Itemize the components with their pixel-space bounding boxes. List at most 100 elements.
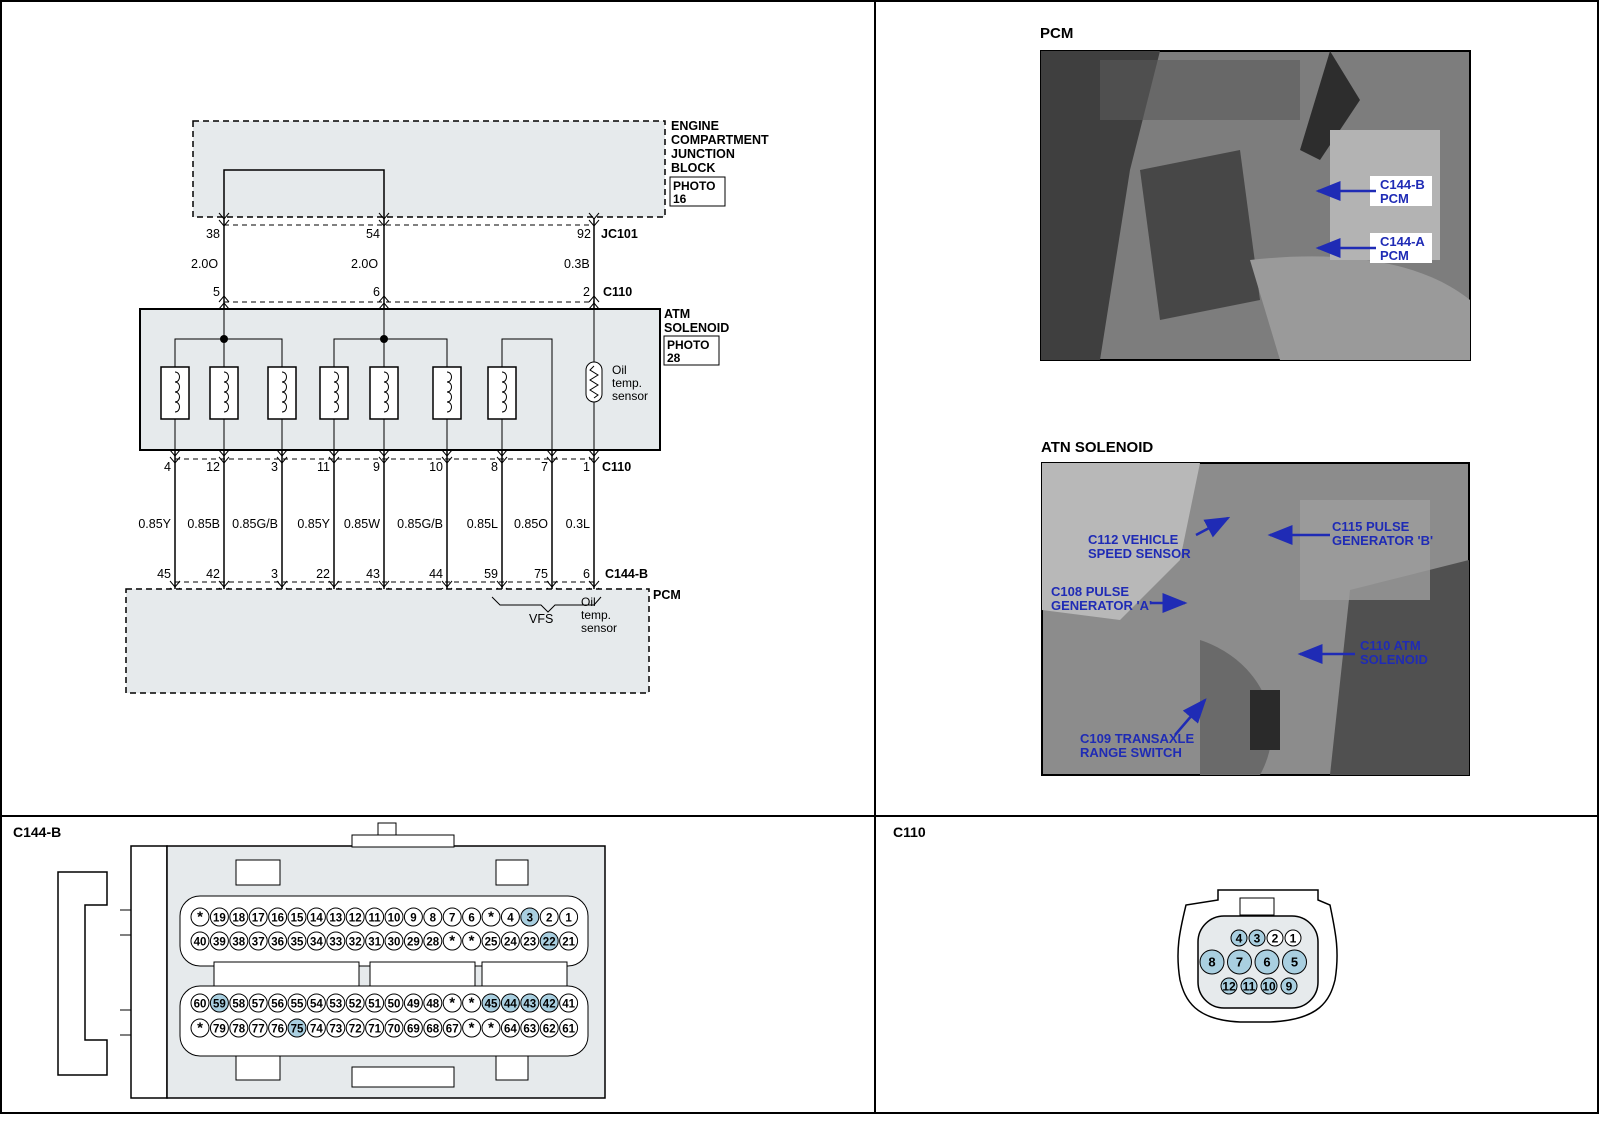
c110-pin-7: 7 [1227, 949, 1252, 975]
svg-text:8: 8 [1208, 955, 1215, 970]
c144b-pin: 75 [534, 567, 548, 581]
c144b-pin-63: 63 [520, 1018, 540, 1038]
svg-text:54: 54 [310, 999, 323, 1011]
pin-arrow-38 [218, 212, 230, 227]
c144b-mid-slot-3 [481, 961, 568, 987]
svg-text:4: 4 [1236, 932, 1243, 946]
pcm-photo-box-shape [1140, 150, 1260, 320]
c110-pin-11: 11 [1240, 977, 1258, 995]
callout-c144b-2: PCM [1380, 191, 1409, 206]
svg-text:*: * [449, 933, 455, 950]
svg-text:71: 71 [368, 1024, 381, 1036]
c110-bottom-pin: 8 [491, 460, 498, 474]
wire-size-label: 0.85Y [138, 517, 171, 531]
wire-size-label: 0.85W [344, 517, 380, 531]
c144b-pin-77: 77 [248, 1018, 268, 1038]
junction-block [192, 120, 666, 218]
pcm-photo-shade [1100, 60, 1300, 120]
c144b-latch-marks [120, 909, 131, 1036]
svg-text:31: 31 [368, 937, 381, 949]
c144b-pin-60: 60 [190, 993, 210, 1013]
c110-bottom-pin: 9 [373, 460, 380, 474]
callout-c144a-2: PCM [1380, 248, 1409, 263]
c110-bottom-pin: 1 [583, 460, 590, 474]
c144b-pin-blank: * [462, 993, 482, 1013]
callout-c110-1: C110 ATM [1360, 638, 1421, 653]
svg-text:64: 64 [504, 1024, 517, 1036]
pin-arrow-54 [378, 212, 390, 227]
svg-text:39: 39 [213, 937, 226, 949]
callout-c112-1: C112 VEHICLE [1088, 532, 1179, 547]
c144b-pin: 3 [271, 567, 278, 581]
atm-sensor-label-1: Oil [612, 363, 627, 377]
c144b-pin-73: 73 [326, 1018, 346, 1038]
solenoid-coil-7 [487, 366, 517, 450]
page-frame [0, 0, 1599, 1114]
svg-text:*: * [197, 909, 203, 926]
c144b-pin-37: 37 [248, 931, 268, 951]
c144b-pin-blank: * [481, 1018, 501, 1038]
svg-text:68: 68 [426, 1024, 439, 1036]
svg-text:7: 7 [1236, 955, 1243, 970]
c144b-top-key [351, 834, 455, 848]
c110-pin-3: 3 [1248, 929, 1266, 947]
c144b-pin-30: 30 [384, 931, 404, 951]
atn-photo-light [1042, 463, 1200, 620]
atn-photo-panel: ATN SOLENOID C112 VEHICLE SPEED SENSOR C… [1041, 439, 1470, 776]
pin-arrow-5 [218, 295, 230, 310]
c144b-pin-36: 36 [268, 931, 288, 951]
c144b-pin-35: 35 [287, 931, 307, 951]
wire-size-label: 0.85O [514, 517, 548, 531]
c144b-pin-58: 58 [229, 993, 249, 1013]
c144b-pin-3: 3 [520, 907, 540, 927]
c144b-pin-17: 17 [248, 907, 268, 927]
wire-size-label: 0.85Y [297, 517, 330, 531]
c144b-pin-79: 79 [209, 1018, 229, 1038]
svg-text:57: 57 [252, 999, 265, 1011]
svg-text:*: * [469, 1020, 475, 1037]
callout-bg-c144b [1370, 176, 1432, 206]
c144b-pin: 43 [366, 567, 380, 581]
svg-text:1: 1 [565, 913, 572, 925]
pcm-photo-dark-left [1041, 51, 1160, 360]
svg-text:28: 28 [426, 937, 439, 949]
atm-photo-box [663, 335, 720, 366]
bottom-wire-2: 120.85B42OD [187, 449, 233, 609]
junction-block-label-3: JUNCTION [671, 147, 735, 161]
c110-pin-4: 4 [1230, 929, 1248, 947]
svg-text:41: 41 [562, 999, 575, 1011]
vfs-bracket [491, 596, 602, 613]
svg-text:4: 4 [507, 913, 514, 925]
atn-photo-housing [1300, 500, 1430, 600]
c144b-pin-52: 52 [345, 993, 365, 1013]
pcm-photo-hose [1250, 256, 1470, 360]
svg-text:*: * [469, 995, 475, 1012]
pin-arrow-2 [588, 295, 600, 310]
pcm-box [125, 588, 650, 694]
svg-text:52: 52 [349, 999, 362, 1011]
c144b-pin-blank: * [190, 907, 210, 927]
svg-text:2: 2 [546, 913, 552, 925]
callout-c115-2: GENERATOR 'B' [1332, 533, 1433, 548]
atm-sensor-label-3: sensor [612, 389, 648, 403]
c144b-pin: 44 [429, 567, 443, 581]
wire-size-38: 2.0O [191, 257, 218, 271]
svg-text:10: 10 [1262, 980, 1276, 994]
svg-text:12: 12 [1222, 980, 1236, 994]
svg-text:*: * [488, 909, 494, 926]
solenoid-coil-5 [369, 366, 399, 450]
c144b-pin-42: 42 [539, 993, 559, 1013]
wire-size-54: 2.0O [351, 257, 378, 271]
c144b-pin-72: 72 [345, 1018, 365, 1038]
c144b-mid-slot-1 [213, 961, 360, 987]
c144b-pin-7: 7 [442, 907, 462, 927]
jc101-label: JC101 [601, 227, 638, 241]
svg-text:14: 14 [310, 913, 323, 925]
svg-text:62: 62 [543, 1024, 556, 1036]
c144b-pin-69: 69 [403, 1018, 423, 1038]
c144b-pin-14: 14 [306, 907, 326, 927]
c144b-pin: 45 [157, 567, 171, 581]
svg-text:34: 34 [310, 937, 323, 949]
